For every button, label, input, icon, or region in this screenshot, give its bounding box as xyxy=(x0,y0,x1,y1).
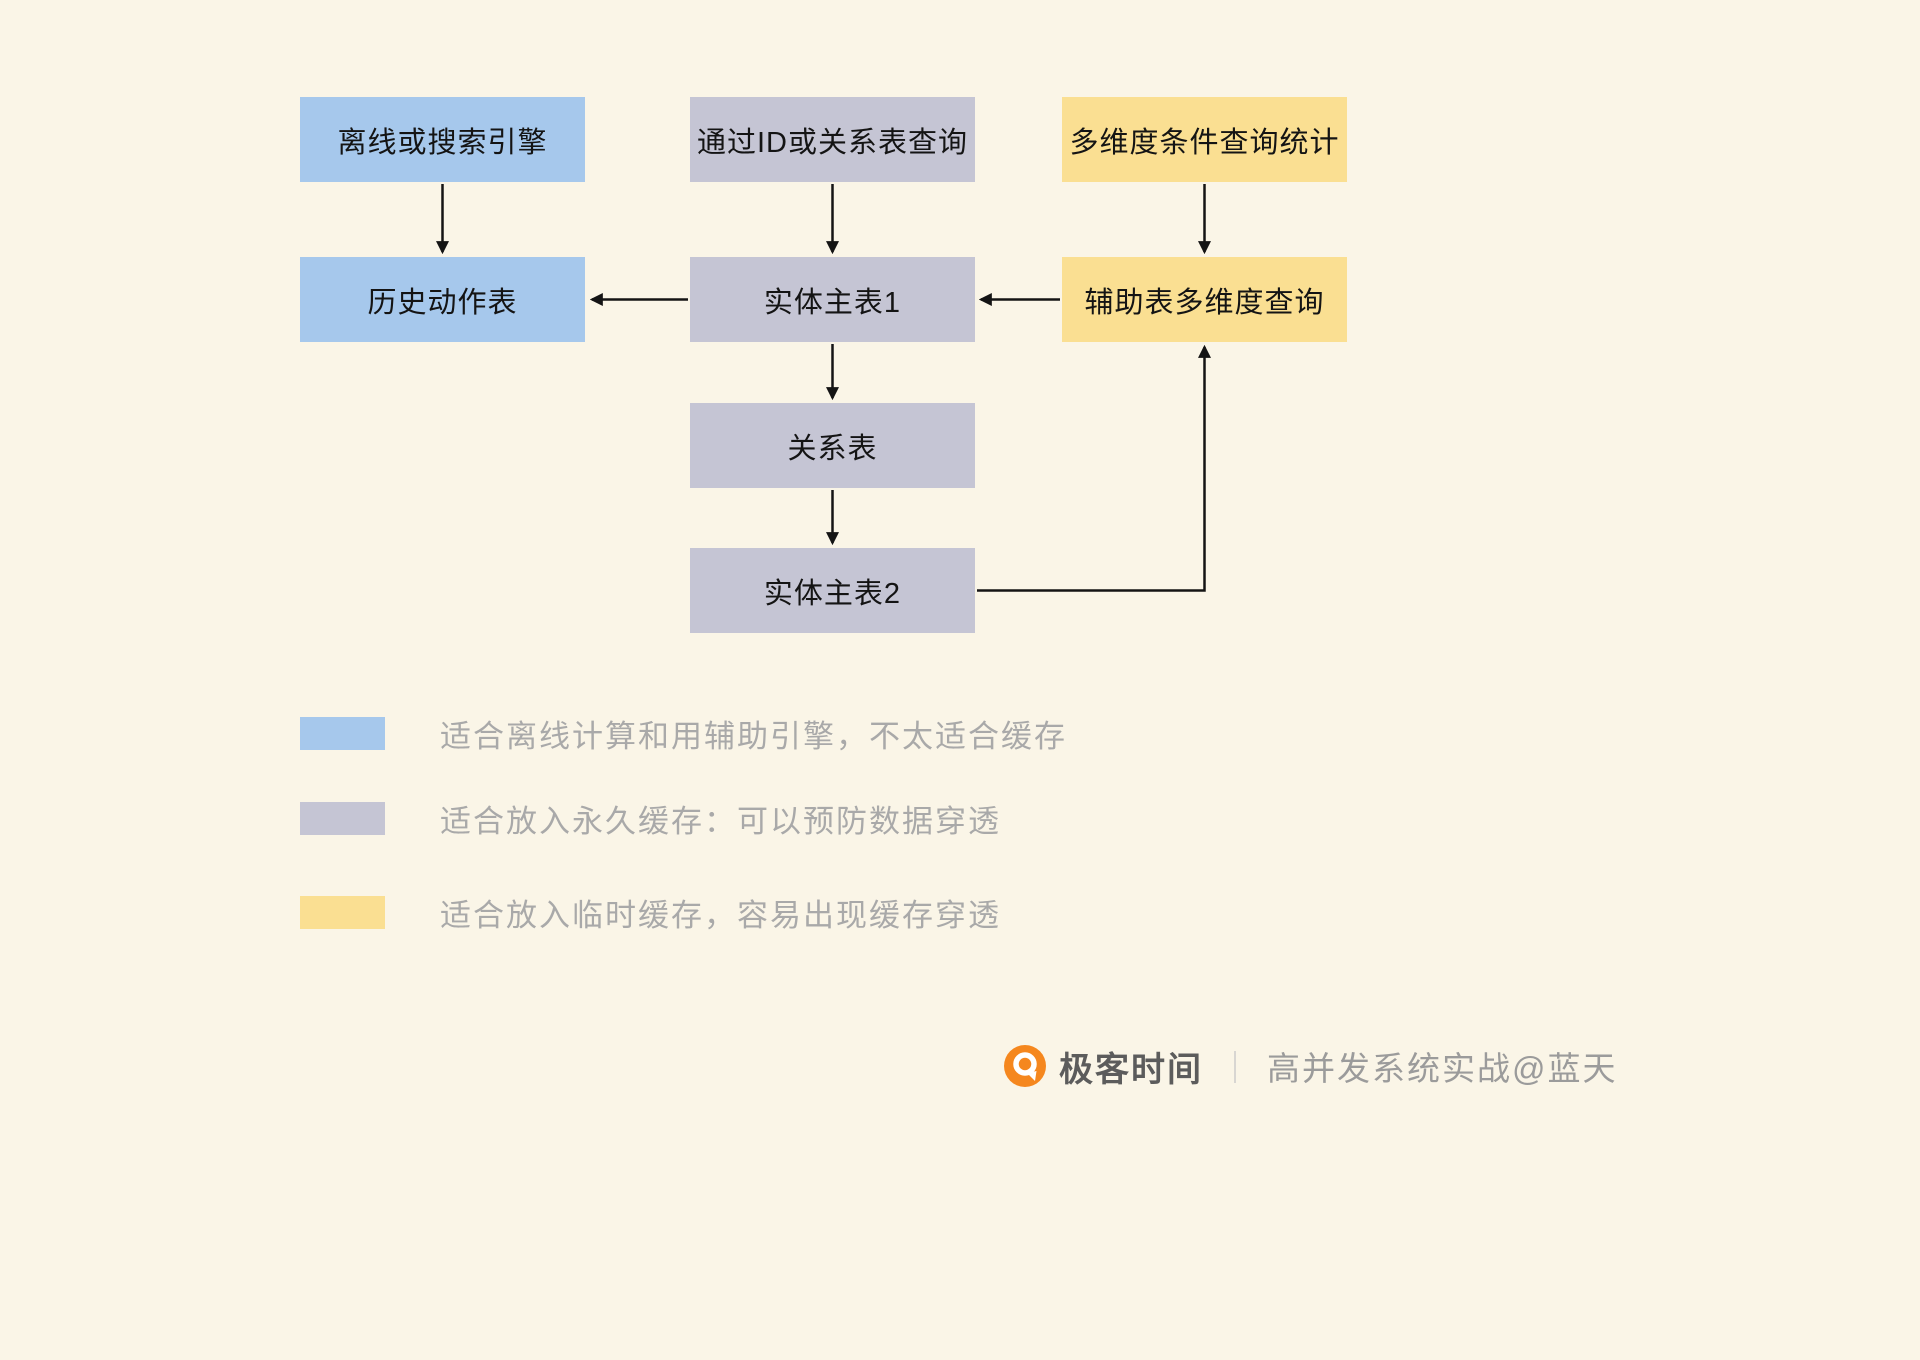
node-multi-dim-condition-stats: 多维度条件查询统计 xyxy=(1062,97,1347,182)
legend-item-yellow: 适合放入临时缓存，容易出现缓存穿透 xyxy=(300,890,1001,935)
legend-item-blue: 适合离线计算和用辅助引擎，不太适合缓存 xyxy=(300,711,1067,756)
node-offline-or-search-engine: 离线或搜索引擎 xyxy=(300,97,585,182)
node-query-by-id-or-relation: 通过ID或关系表查询 xyxy=(690,97,975,182)
legend-item-gray: 适合放入永久缓存：可以预防数据穿透 xyxy=(300,796,1001,841)
legend-swatch-gray xyxy=(300,802,385,835)
node-entity-main-table-1: 实体主表1 xyxy=(690,257,975,342)
geektime-logo-icon xyxy=(1003,1044,1047,1088)
legend-label-gray: 适合放入永久缓存：可以预防数据穿透 xyxy=(440,804,1001,839)
node-aux-table-multi-dim-query: 辅助表多维度查询 xyxy=(1062,257,1347,342)
legend-swatch-yellow xyxy=(300,896,385,929)
legend-label-blue: 适合离线计算和用辅助引擎，不太适合缓存 xyxy=(440,719,1067,754)
legend-swatch-blue xyxy=(300,717,385,750)
node-history-action-table: 历史动作表 xyxy=(300,257,585,342)
footer-credit: 高并发系统实战@蓝天 xyxy=(1267,1050,1618,1087)
footer-brand: 极客时间 xyxy=(1059,1050,1203,1089)
legend-label-yellow: 适合放入临时缓存，容易出现缓存穿透 xyxy=(440,898,1001,933)
footer: 极客时间 ｜ 高并发系统实战@蓝天 xyxy=(1003,1042,1618,1090)
node-relation-table: 关系表 xyxy=(690,403,975,488)
node-entity-main-table-2: 实体主表2 xyxy=(690,548,975,633)
footer-separator: ｜ xyxy=(1219,1050,1252,1086)
edge-entity2-to-aux xyxy=(977,344,1211,592)
